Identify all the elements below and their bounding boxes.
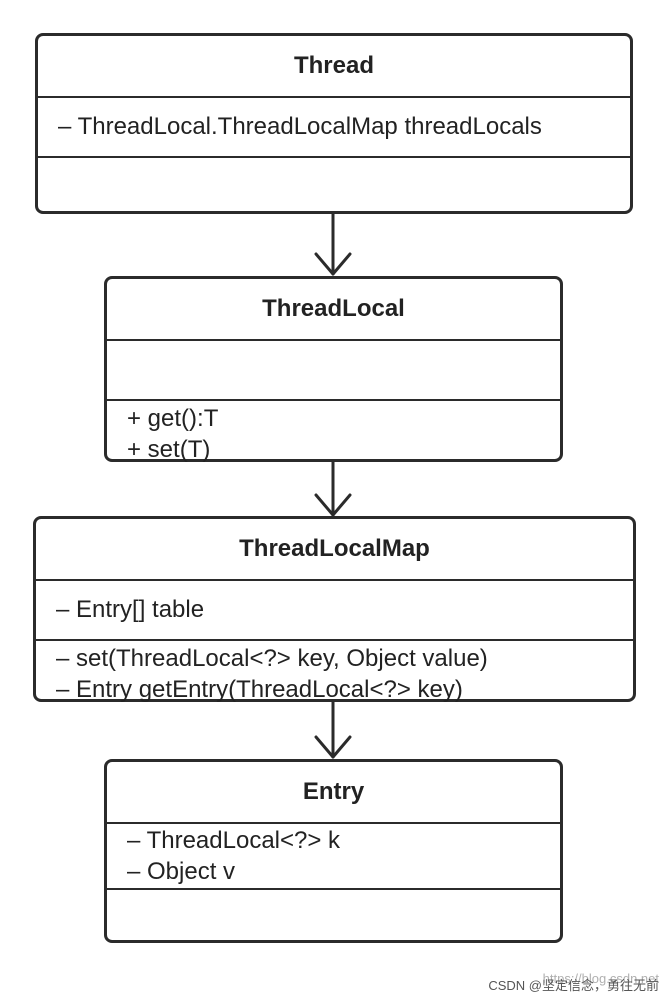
field-threadlocalmap-table: – Entry[] table	[56, 596, 205, 623]
field-entry-v: – Object v	[127, 858, 236, 885]
field-thread-threadlocals: – ThreadLocal.ThreadLocalMap threadLocal…	[58, 113, 542, 140]
methods-section-thread	[38, 156, 630, 211]
watermark-url: https://blog.csdn.net	[542, 971, 659, 986]
fields-section-thread: – ThreadLocal.ThreadLocalMap threadLocal…	[38, 96, 630, 156]
class-name-thread: Thread	[293, 52, 374, 79]
class-box-threadlocal: ThreadLocal + get():T + set(T)	[104, 276, 563, 463]
fields-section-entry: – ThreadLocal<?> k – Object v	[107, 822, 560, 888]
methods-section-threadlocal: + get():T + set(T)	[107, 399, 560, 463]
method-threadlocal-set: + set(T)	[127, 436, 211, 463]
arrow-thread-to-threadlocal	[314, 211, 352, 276]
method-threadlocalmap-set: – set(ThreadLocal<?> key, Object value)	[56, 645, 488, 672]
class-name-entry: Entry	[302, 778, 365, 805]
method-threadlocal-get: + get():T	[127, 405, 219, 432]
watermark-text: CSDN @坚定信念，勇往无前	[488, 978, 659, 993]
methods-section-entry	[107, 888, 560, 940]
class-box-entry: Entry – ThreadLocal<?> k – Object v	[104, 759, 563, 943]
method-threadlocalmap-getentry: – Entry getEntry(ThreadLocal<?> key)	[56, 676, 463, 703]
class-box-thread: Thread – ThreadLocal.ThreadLocalMap thre…	[35, 33, 633, 214]
field-entry-k: – ThreadLocal<?> k	[127, 827, 341, 854]
class-box-threadlocalmap: ThreadLocalMap – Entry[] table – set(Thr…	[33, 516, 636, 703]
methods-section-threadlocalmap: – set(ThreadLocal<?> key, Object value) …	[36, 639, 633, 703]
fields-section-threadlocalmap: – Entry[] table	[36, 579, 633, 639]
arrow-threadlocalmap-to-entry	[314, 699, 352, 759]
class-name-threadlocalmap: ThreadLocalMap	[239, 535, 430, 562]
arrow-threadlocal-to-threadlocalmap	[314, 459, 352, 517]
fields-section-threadlocal	[107, 339, 560, 399]
class-name-threadlocal: ThreadLocal	[262, 295, 405, 322]
